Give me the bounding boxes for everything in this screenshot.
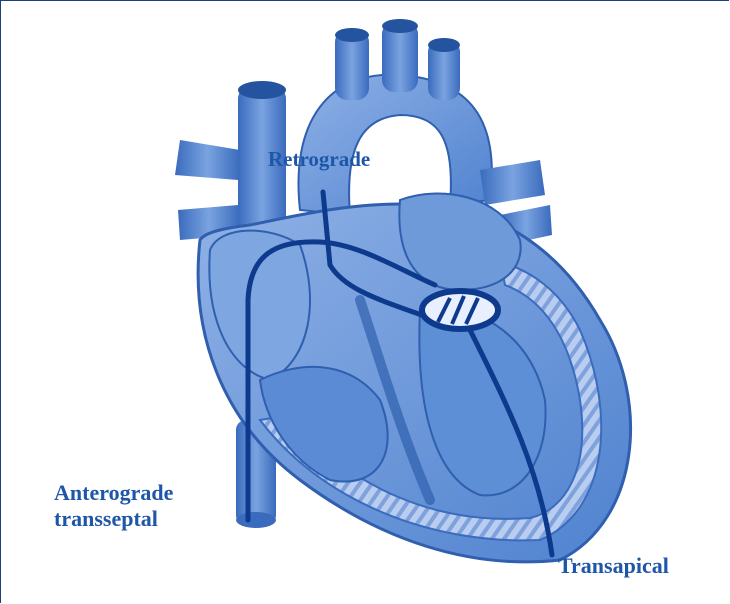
label-anterograde-line2: transseptal xyxy=(54,506,173,532)
aorta xyxy=(298,19,491,215)
mitral-valve-ring-icon xyxy=(422,291,498,329)
label-retrograde: Retrograde xyxy=(268,146,370,172)
label-anterograde-line1: Anterograde xyxy=(54,480,173,506)
label-anterograde-transseptal: Anterograde transseptal xyxy=(54,480,173,532)
label-transapical: Transapical xyxy=(558,553,669,579)
